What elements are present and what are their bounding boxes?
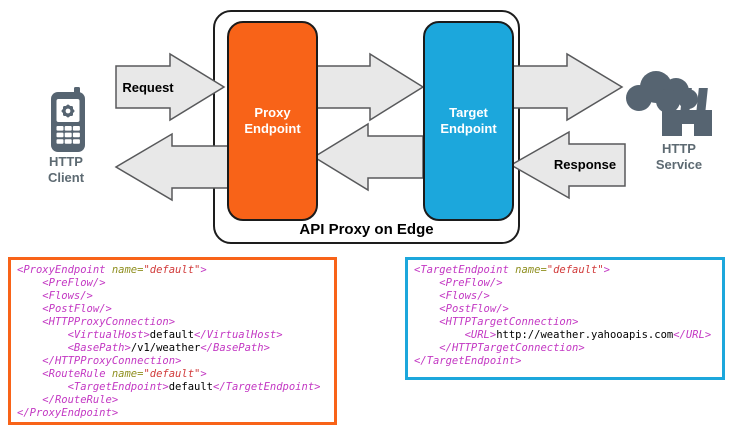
- target-endpoint-box: Target Endpoint: [423, 21, 514, 221]
- proxy-endpoint-label: Proxy Endpoint: [244, 105, 301, 136]
- http-client-label: HTTP Client: [47, 154, 85, 185]
- response-label: Response: [553, 157, 617, 172]
- target-to-service-arrow: [510, 52, 624, 122]
- smoke-cloud: [626, 71, 698, 113]
- proxy-endpoint-code-panel: <ProxyEndpoint name="default"> <PreFlow/…: [8, 257, 337, 425]
- request-label: Request: [122, 80, 174, 95]
- phone-keypad: [56, 126, 80, 144]
- factory-door: [682, 124, 694, 136]
- api-proxy-on-edge-label: API Proxy on Edge: [299, 221, 434, 238]
- response-to-client-arrow: [114, 132, 229, 202]
- http-service-factory-icon: [626, 71, 712, 136]
- http-client-phone-icon: [51, 87, 85, 152]
- proxy-endpoint-box: Proxy Endpoint: [227, 21, 318, 221]
- target-endpoint-label: Target Endpoint: [440, 105, 497, 136]
- http-service-label: HTTP Service: [655, 141, 703, 172]
- target-endpoint-code-panel: <TargetEndpoint name="default"> <PreFlow…: [405, 257, 725, 380]
